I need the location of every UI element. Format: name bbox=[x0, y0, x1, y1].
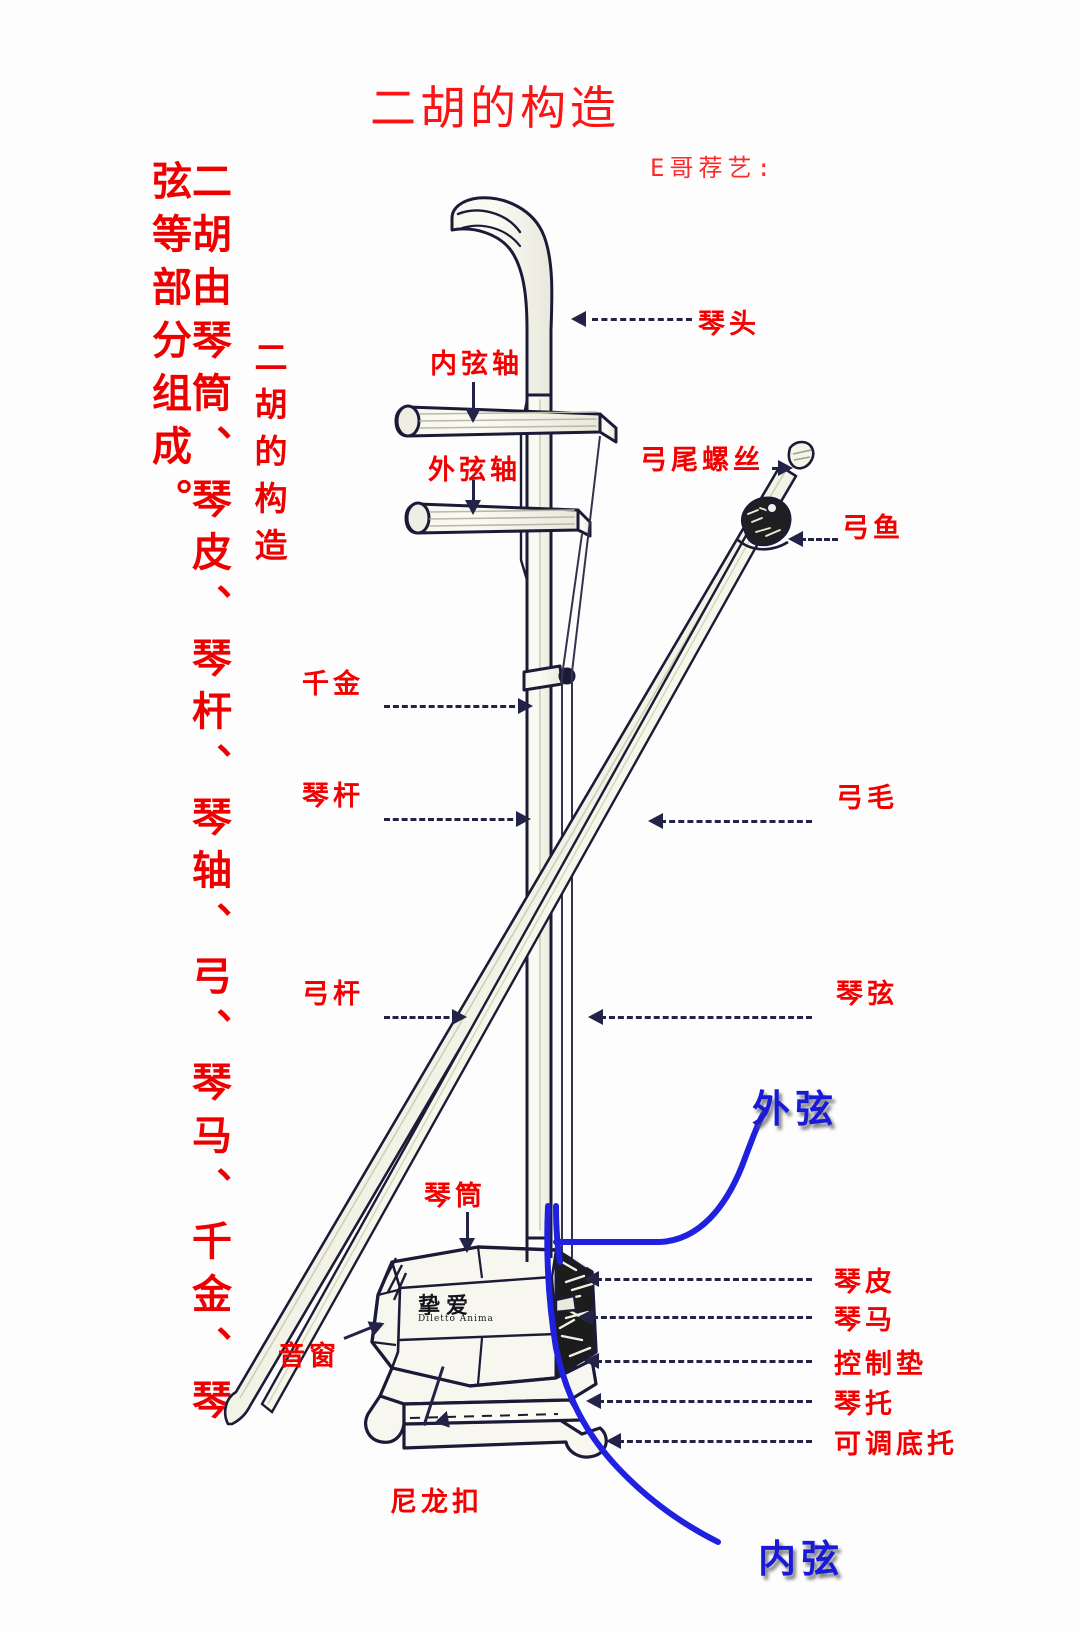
page-title: 二胡的构造 bbox=[370, 81, 620, 135]
description-vertical-text: 二胡由琴筒、琴皮、琴杆、琴轴、弓、琴马、千金、琴弦等部分组成。 bbox=[145, 160, 231, 1432]
arrow-qin-ma bbox=[578, 1309, 593, 1325]
leader-qin-tong bbox=[466, 1212, 469, 1240]
leader-wai-xian-zhou bbox=[472, 480, 475, 502]
label-qin-tong: 琴筒 bbox=[424, 1181, 486, 1212]
arrow-gong-gan bbox=[452, 1009, 467, 1025]
label-wai-xian-zhou: 外弦轴 bbox=[428, 455, 521, 486]
arrow-gong-yu bbox=[788, 531, 803, 547]
label-gong-gan: 弓杆 bbox=[302, 979, 364, 1010]
arrow-qin-tong bbox=[459, 1238, 475, 1253]
arrow-ke-tiao-di-tuo bbox=[606, 1433, 621, 1449]
arrow-qin-xian bbox=[588, 1009, 603, 1025]
label-qian-jin: 千金 bbox=[302, 669, 364, 700]
leader-qin-ma bbox=[592, 1316, 812, 1319]
label-qin-pi: 琴皮 bbox=[834, 1267, 896, 1298]
label-yin-chuang: 音窗 bbox=[278, 1341, 340, 1372]
leader-nei-xian-zhou bbox=[472, 382, 475, 410]
leader-gong-yu bbox=[800, 538, 838, 541]
leader-ke-tiao-di-tuo bbox=[618, 1440, 812, 1443]
label-ke-tiao-di-tuo: 可调底托 bbox=[834, 1429, 958, 1460]
label-wai-xian: 外弦 bbox=[752, 1087, 839, 1131]
label-gong-wei-luo-si: 弓尾螺丝 bbox=[640, 445, 764, 476]
subtitle-vertical-text: 二胡的构造 bbox=[249, 340, 288, 575]
brand-latin: Diletto Anima bbox=[418, 1314, 494, 1324]
arrow-qin-gan bbox=[516, 811, 531, 827]
arrow-qin-pi bbox=[584, 1271, 599, 1287]
leader-qin-pi bbox=[596, 1278, 812, 1281]
arrow-kong-zhi-dian bbox=[584, 1353, 599, 1369]
arrow-qian-jin bbox=[518, 698, 533, 714]
label-kong-zhi-dian: 控制垫 bbox=[834, 1349, 927, 1380]
label-qin-ma: 琴马 bbox=[834, 1305, 896, 1336]
arrow-wai-xian-zhou bbox=[465, 500, 481, 515]
label-nei-xian: 内弦 bbox=[758, 1537, 845, 1581]
leader-gong-gan bbox=[384, 1016, 458, 1019]
arrow-qin-tou bbox=[571, 311, 586, 327]
arrow-gong-wei-luo-si bbox=[778, 460, 793, 476]
label-nei-xian-zhou: 内弦轴 bbox=[430, 349, 523, 380]
label-qin-gan: 琴杆 bbox=[302, 781, 364, 812]
leader-qian-jin bbox=[384, 705, 524, 708]
leader-qin-xian bbox=[600, 1016, 812, 1019]
label-qin-tuo: 琴托 bbox=[834, 1389, 896, 1420]
bow-frog bbox=[737, 496, 792, 551]
label-qin-xian: 琴弦 bbox=[836, 979, 898, 1010]
label-gong-yu: 弓鱼 bbox=[842, 513, 904, 544]
leader-gong-mao bbox=[660, 820, 812, 823]
leader-qin-gan bbox=[384, 818, 522, 821]
scroll-head bbox=[450, 196, 554, 402]
base-foot bbox=[364, 1358, 608, 1459]
label-gong-mao: 弓毛 bbox=[836, 783, 898, 814]
leader-qin-tuo bbox=[598, 1400, 812, 1403]
label-qin-tou: 琴头 bbox=[698, 309, 760, 340]
leader-qin-tou bbox=[592, 318, 692, 321]
arrow-qin-tuo bbox=[586, 1393, 601, 1409]
leader-kong-zhi-dian bbox=[596, 1360, 812, 1363]
arrow-gong-mao bbox=[648, 813, 663, 829]
label-ni-long-kou: 尼龙扣 bbox=[390, 1487, 483, 1518]
brand-name: 挚爱 bbox=[418, 1293, 475, 1319]
erhu-strings bbox=[561, 435, 601, 1290]
arrow-nei-xian-zhou bbox=[465, 408, 481, 423]
author-credit: E哥荐艺: bbox=[650, 154, 776, 182]
